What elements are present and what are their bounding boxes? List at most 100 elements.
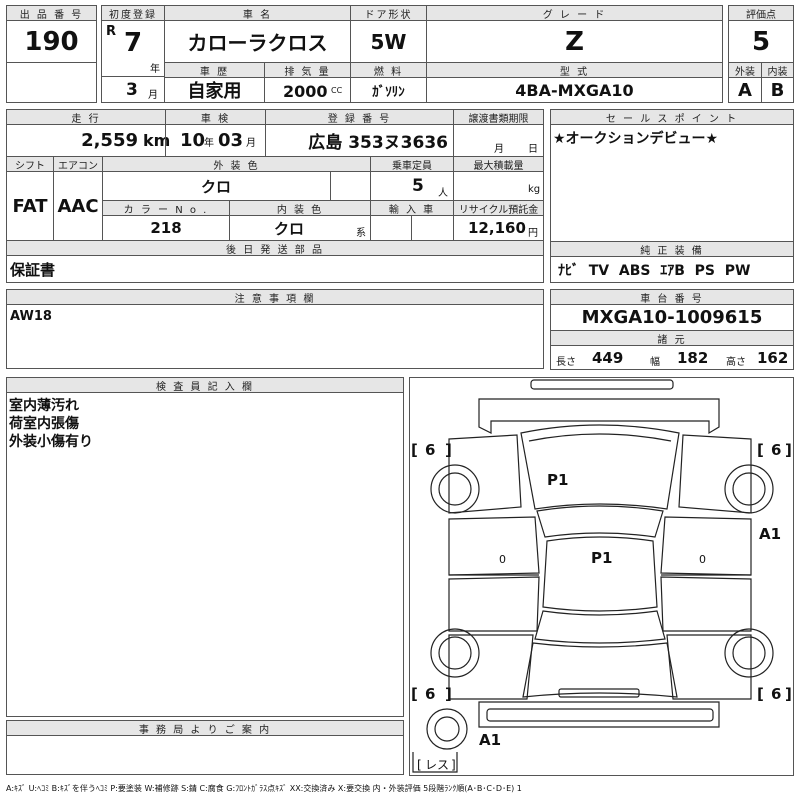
fuel: ｶﾞｿﾘﾝ [372,84,405,100]
svg-text:[: [ [757,441,764,459]
int-color-header: 内 装 色 [229,200,371,216]
later-parts: 保証書 [10,260,56,279]
lot-blank-cell [6,62,97,103]
int-cell [761,77,794,103]
plate: 広島 353ヌ3636 [308,133,448,153]
height-value: 162 [757,348,789,367]
model-cell [426,77,723,103]
right-side-damage-mark: A1 [759,525,781,543]
svg-text:]: ] [785,685,791,703]
sales-point-text: ★オークションデビュー★ [553,131,719,147]
rear-window [534,610,666,644]
rear-garnish [558,688,640,698]
door: 5W [370,29,407,54]
dims-cell [550,345,794,370]
rear-left-wheel [430,628,480,678]
svg-text:[: [ [411,441,418,459]
import-cell [370,215,454,241]
first-reg-header: 初度登録 [101,5,165,21]
chassis-number: MXGA10-1009615 [581,307,763,328]
inspector-line-3: 外装小傷有り [9,434,93,450]
front-bumper [530,379,674,390]
insp-year-unit: 年 [204,138,214,149]
length-value: 449 [592,348,624,367]
int-color: クロ [273,219,304,238]
color-no: 218 [150,219,182,237]
capacity-unit: 人 [438,188,448,199]
inspector-line-1: 室内薄汚れ [9,398,79,414]
insp-year: 10 [180,130,206,151]
door-header: ドア形状 [350,5,427,21]
later-parts-header: 後 日 発 送 部 品 [6,240,544,256]
windshield-damage-mark: P1 [547,471,568,489]
car-diagram-frame [409,377,794,776]
displacement: 2000 [283,81,328,101]
office-cell [6,735,404,775]
spare-tire [426,708,468,750]
notes-cell [6,304,544,369]
sales-point-header: セ ー ル ス ポ イ ン ト [550,109,794,125]
inspector-header: 検 査 員 記 入 欄 [6,377,404,393]
office-header: 事 務 局 よ り ご 案 内 [6,720,404,736]
month-unit: 月 [148,90,158,101]
year-unit: 年 [150,64,160,75]
load-unit: kg [528,184,541,195]
front-left-wheel [430,464,480,514]
int-color-unit: 系 [356,228,366,239]
mileage-header: 走 行 [6,109,166,125]
insp-month: 03 [218,130,244,151]
recycle-unit: 円 [528,228,538,239]
insp-month-unit: 月 [246,138,256,149]
inspection-header: 車 検 [165,109,266,125]
tire-fl-mark: 6 [425,441,435,459]
era: R [106,24,117,39]
rear-right-wheel [724,628,774,678]
rear-damage-mark: A1 [479,731,501,749]
color-no-header: カ ラ ー N o . [102,200,230,216]
recycle: 12,160 [468,219,526,237]
tire-rl-mark: 6 [425,685,435,703]
notes-text: AW18 [10,309,52,324]
mileage: 2,559 [81,130,138,151]
front-left-fender [448,434,522,514]
svg-text:]: ] [445,685,452,703]
notes-header: 注 意 事 項 欄 [6,289,544,305]
equipment-cell [550,256,794,283]
width-label: 幅 [650,357,660,368]
reg-year: 7 [124,28,143,58]
car-name: カローラクロス [187,31,328,55]
length-label: 長さ [556,357,576,368]
load-header: 最大積載量 [453,156,544,172]
svg-text:]: ] [785,441,791,459]
shift: FAT [12,195,48,217]
ac-header: エアコン [53,156,103,172]
rear-sill [486,708,714,722]
int-header: 内装 [761,62,794,78]
front-bumper-outline [478,398,720,435]
grade-header: グ レ ー ド [426,5,723,21]
ext-header: 外装 [728,62,762,78]
inspector-line-2: 荷室内張傷 [9,416,79,432]
svg-text:[: [ [411,685,418,703]
width-value: 182 [677,348,709,367]
dims-header: 諸 元 [550,330,794,346]
lot-no: 190 [24,26,79,57]
car-diagram: [6] [6] [6] [6] P1 P1 A1 A1 0 0 [ レス ] [409,377,792,775]
hood-panel [520,424,680,510]
rear-left-door [448,576,540,632]
rear-hatch [522,642,678,698]
rear-right-fender [666,634,752,700]
inspector-cell [6,392,404,717]
ac: AAC [57,195,99,217]
fuel-header: 燃 料 [350,62,427,78]
deadline-month-unit: 月 [494,144,504,155]
shift-header: シフト [6,156,54,172]
svg-text:[: [ [417,758,422,772]
front-right-door [660,516,752,576]
ext-score: A [738,79,752,101]
chassis-header: 車 台 番 号 [550,289,794,305]
later-parts-cell [6,255,544,283]
equipment-header: 純 正 装 備 [550,241,794,257]
import-header: 輸 入 車 [370,200,454,216]
svg-text:[: [ [757,685,764,703]
